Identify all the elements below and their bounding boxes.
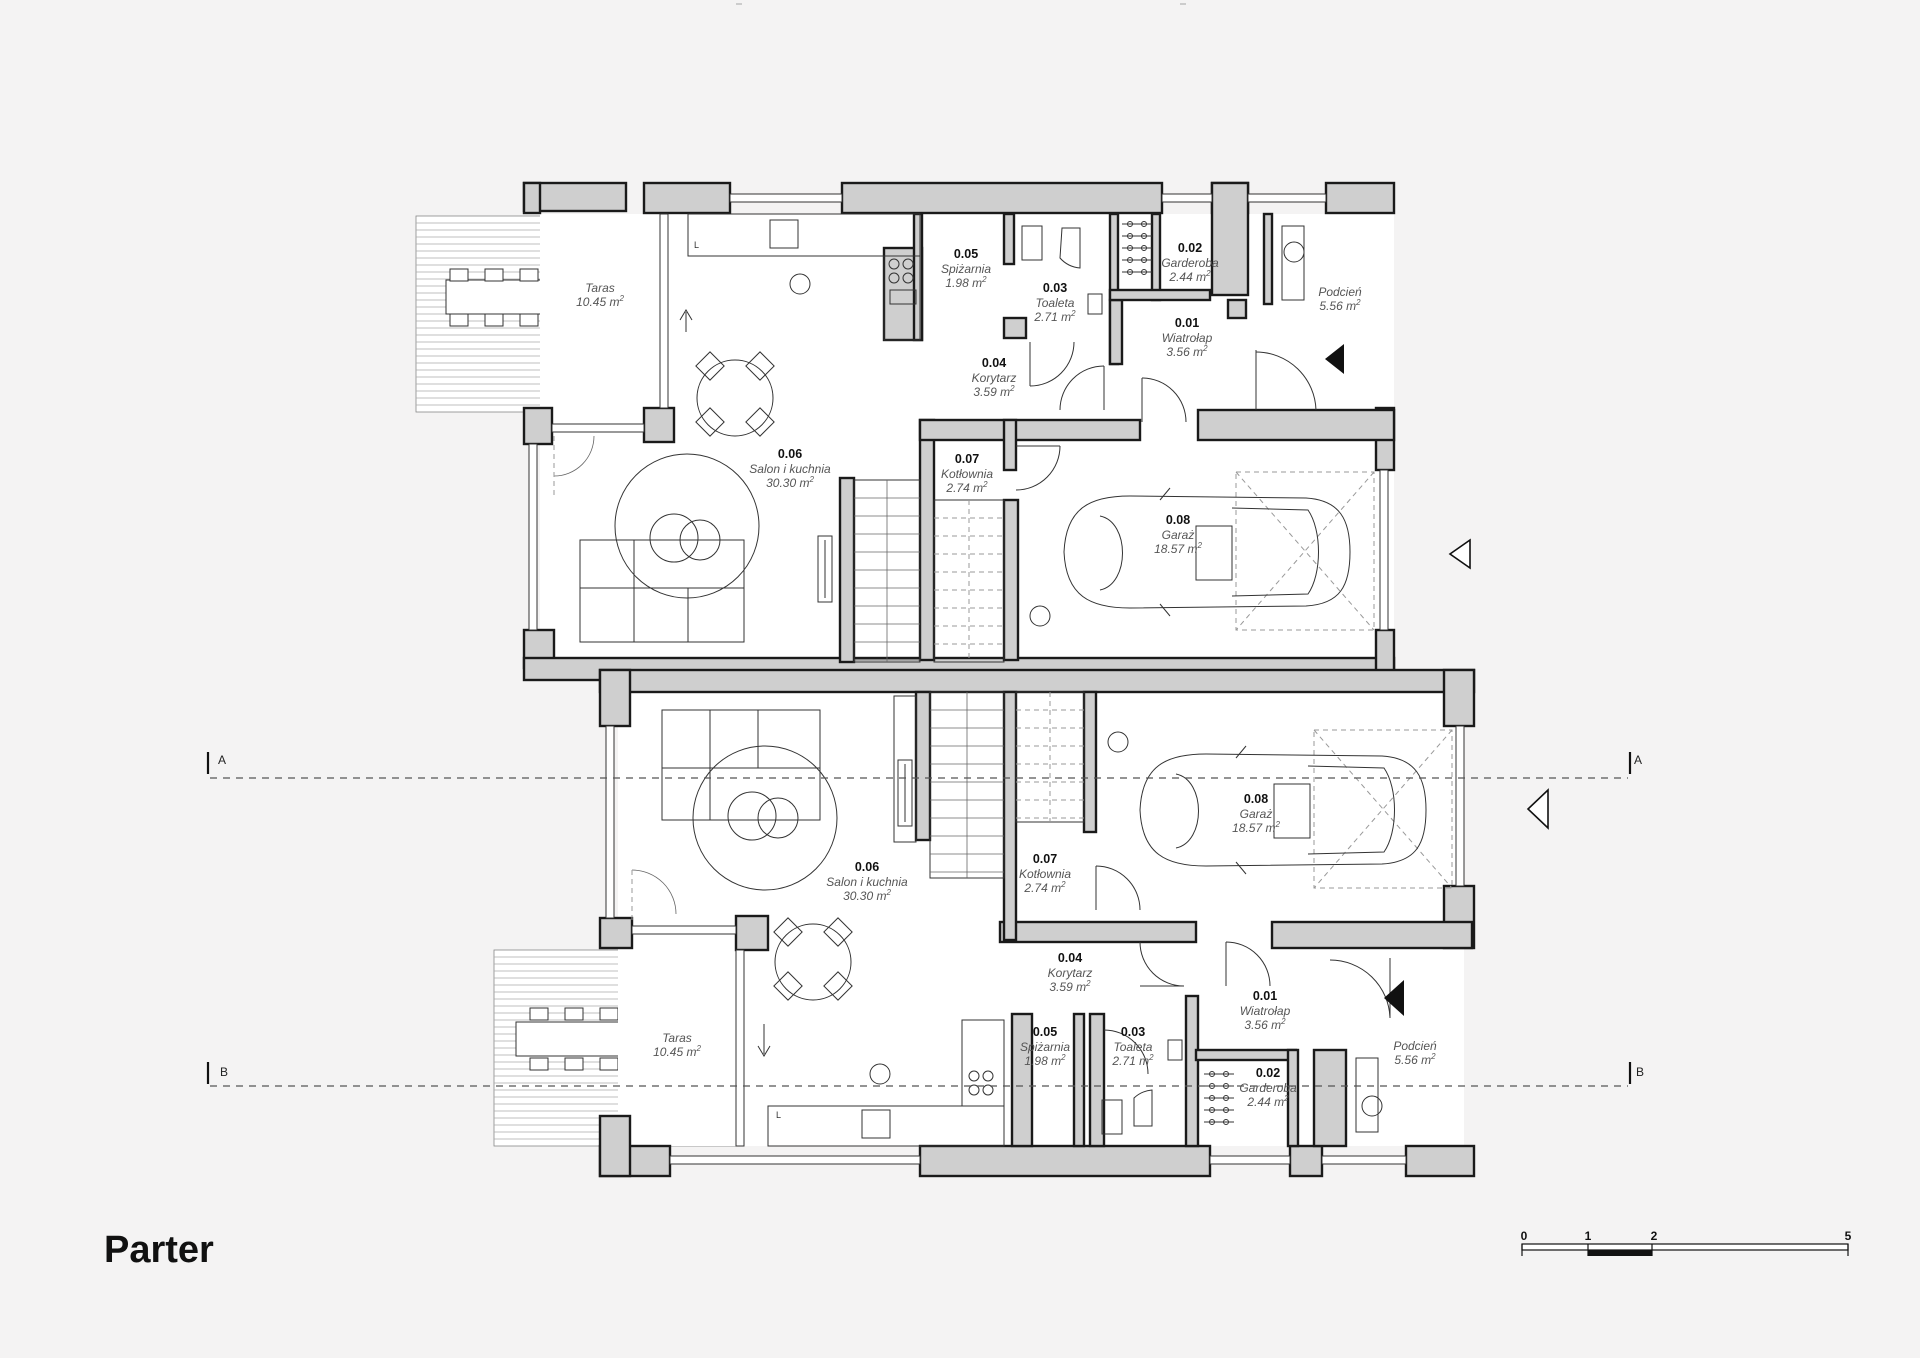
dining-upper: [695, 351, 775, 437]
room-area: 3.59 m2: [1049, 979, 1091, 994]
room-name: Salon i kuchnia: [749, 462, 831, 476]
room-name: Wiatrołap: [1162, 331, 1213, 345]
room-name: Podcień: [1393, 1039, 1437, 1053]
entrance-arrow-lower: [1384, 980, 1404, 1016]
room-area: 2.74 m2: [945, 480, 988, 495]
room-number: 0.02: [1178, 241, 1202, 255]
upper-details: [553, 221, 1471, 570]
section-label-b-left: B: [220, 1065, 228, 1079]
stairs-upper: [817, 479, 1005, 663]
room-number: 0.07: [1033, 852, 1057, 866]
room-number: 0.04: [1058, 951, 1082, 965]
room-number: 0.06: [778, 447, 802, 461]
room-area: 10.45 m2: [576, 294, 624, 309]
room-area: 2.74 m2: [1023, 880, 1066, 895]
room-name: Garderoba: [1239, 1081, 1297, 1095]
room-name: Salon i kuchnia: [826, 875, 908, 889]
room-name: Wiatrołap: [1240, 1004, 1291, 1018]
car-upper: [1063, 471, 1375, 631]
room-number: 0.03: [1043, 281, 1067, 295]
room-number: 0.05: [954, 247, 978, 261]
garage-arrow-upper: [1448, 538, 1471, 570]
room-number: 0.08: [1166, 513, 1190, 527]
room-name: Garderoba: [1161, 256, 1219, 270]
room-number: 0.01: [1253, 989, 1277, 1003]
living-lower: [661, 709, 838, 891]
stairs-lower: [893, 691, 1085, 879]
room-area: 3.56 m2: [1244, 1017, 1286, 1032]
section-label-a-right: A: [1634, 753, 1642, 767]
section-label-a-left: A: [218, 753, 226, 767]
kitchen-upper: L: [679, 213, 921, 341]
room-area: 18.57 m2: [1154, 541, 1202, 556]
room-area: 10.45 m2: [653, 1044, 701, 1059]
room-name: Spiżarnia: [1020, 1040, 1070, 1054]
section-label-b-right: B: [1636, 1065, 1644, 1079]
lower-walls: [598, 668, 1476, 1178]
room-number: 0.02: [1256, 1066, 1280, 1080]
room-name: Podcień: [1318, 285, 1362, 299]
room-area: 18.57 m2: [1232, 820, 1280, 835]
room-number: 0.07: [955, 452, 979, 466]
room-area: 1.98 m2: [945, 275, 987, 290]
person-icons-lower: [869, 731, 1383, 1117]
upper-windows: [528, 193, 1389, 631]
room-area: 1.98 m2: [1024, 1053, 1066, 1068]
svg-text:L: L: [776, 1110, 781, 1120]
room-number: 0.03: [1121, 1025, 1145, 1039]
room-area: 2.71 m2: [1033, 309, 1076, 324]
room-name: Korytarz: [1048, 966, 1093, 980]
room-area: 30.30 m2: [843, 888, 891, 903]
living-upper: [579, 453, 760, 643]
plan-title: Parter: [104, 1229, 214, 1271]
room-number: 0.01: [1175, 316, 1199, 330]
room-name: Kotłownia: [1019, 867, 1071, 881]
scale-tick-2: 2: [1651, 1229, 1658, 1243]
room-area: 3.59 m2: [973, 384, 1015, 399]
section-line-B: B B: [206, 1062, 1644, 1087]
upper-walls: [522, 181, 1396, 682]
room-name: Garaż: [1162, 528, 1195, 542]
kitchen-lower: L: [757, 1019, 1005, 1147]
dining-lower: [773, 917, 853, 1001]
room-number: 0.08: [1244, 792, 1268, 806]
room-number: 0.06: [855, 860, 879, 874]
room-number: 0.04: [982, 356, 1006, 370]
scale-tick-1: 1: [1585, 1229, 1592, 1243]
car-lower: [1139, 729, 1453, 889]
scale-tick-5: 5: [1845, 1229, 1852, 1243]
room-area: 30.30 m2: [766, 475, 814, 490]
room-name: Taras: [662, 1031, 692, 1045]
room-area: 2.71 m2: [1111, 1053, 1154, 1068]
room-area: 3.56 m2: [1166, 344, 1208, 359]
room-name: Kotłownia: [941, 467, 993, 481]
person-icons-upper: [789, 241, 1305, 627]
room-name: Taras: [585, 281, 615, 295]
lower-unit: L: [493, 668, 1549, 1178]
entrance-arrow-upper: [1325, 344, 1344, 374]
lower-windows: [605, 725, 1465, 1165]
room-area: 2.44 m2: [1168, 269, 1211, 284]
room-area: 5.56 m2: [1394, 1052, 1436, 1067]
room-area: 5.56 m2: [1319, 298, 1361, 313]
garage-arrow-lower: [1526, 788, 1549, 830]
room-name: Toaleta: [1036, 296, 1075, 310]
section-line-A: A A: [206, 752, 1642, 779]
svg-text:L: L: [694, 240, 699, 250]
scale-tick-0: 0: [1521, 1229, 1528, 1243]
room-name: Garaż: [1240, 807, 1273, 821]
upper-unit: L: [415, 181, 1471, 682]
scale-bar: 0 1 2 5: [1521, 1229, 1852, 1256]
room-name: Korytarz: [972, 371, 1017, 385]
room-name: Spiżarnia: [941, 262, 991, 276]
room-number: 0.05: [1033, 1025, 1057, 1039]
room-area: 2.44 m2: [1246, 1094, 1289, 1109]
room-name: Toaleta: [1114, 1040, 1153, 1054]
